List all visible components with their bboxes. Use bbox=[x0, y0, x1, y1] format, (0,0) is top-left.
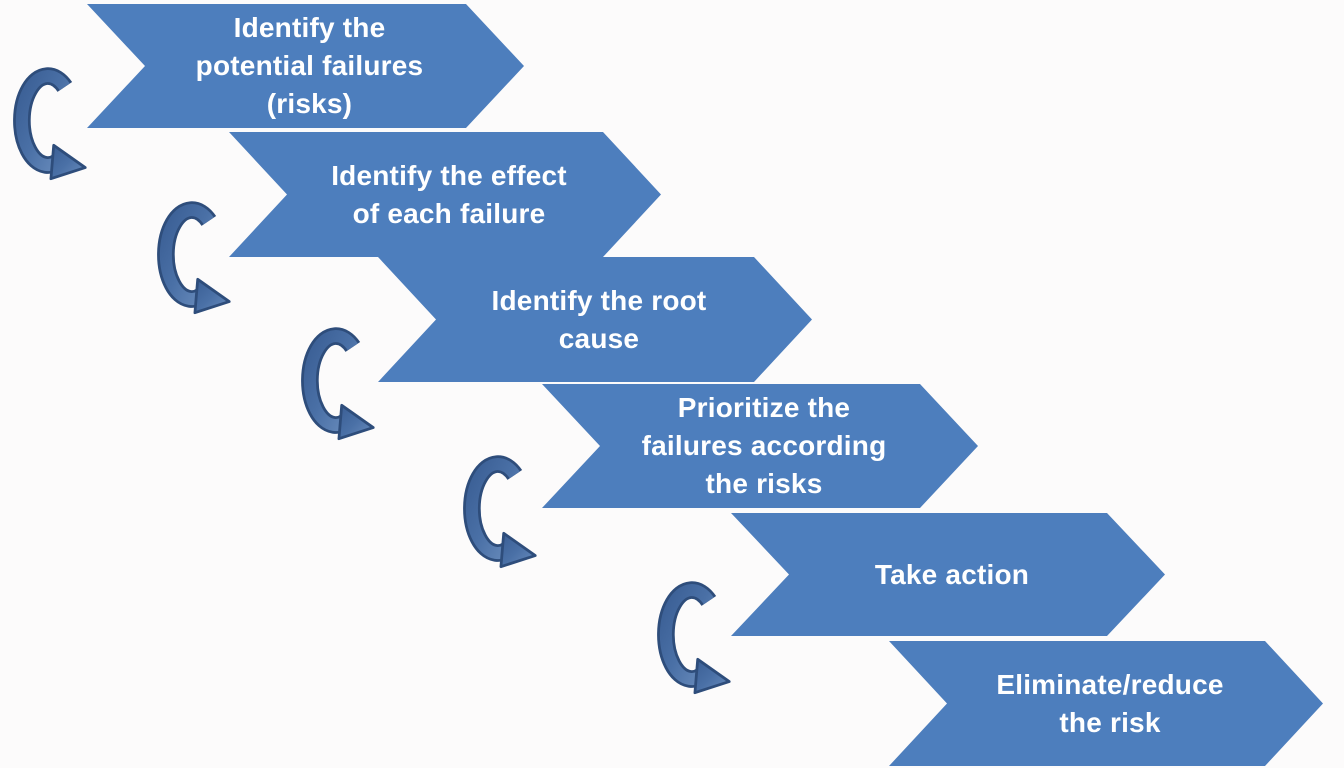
curved-arrow-icon bbox=[462, 448, 538, 576]
curved-arrow-icon bbox=[300, 320, 376, 448]
step-label: Take action bbox=[874, 558, 1030, 590]
step-label: Identify the potential failures (risks) bbox=[195, 12, 424, 119]
step-chevron-identify-root-cause: Identify the root cause bbox=[378, 257, 812, 382]
step-chevron-identify-potential-failures: Identify the potential failures (risks) bbox=[87, 4, 524, 128]
step-chevron-eliminate-reduce-risk: Eliminate/reduce the risk bbox=[889, 641, 1323, 766]
curved-arrow-icon bbox=[156, 194, 232, 322]
step-label: Identify the effect of each failure bbox=[331, 159, 567, 229]
step-chevron-identify-effect: Identify the effect of each failure bbox=[229, 132, 661, 257]
step-chevron-prioritize-failures: Prioritize the failures according the ri… bbox=[542, 384, 978, 508]
curved-arrow-icon bbox=[656, 574, 732, 702]
step-label: Eliminate/reduce the risk bbox=[996, 668, 1224, 738]
step-label: Prioritize the failures according the ri… bbox=[641, 392, 887, 499]
curved-arrow-icon bbox=[12, 60, 88, 188]
step-chevron-take-action: Take action bbox=[731, 513, 1165, 636]
step-label: Identify the root cause bbox=[491, 284, 707, 354]
